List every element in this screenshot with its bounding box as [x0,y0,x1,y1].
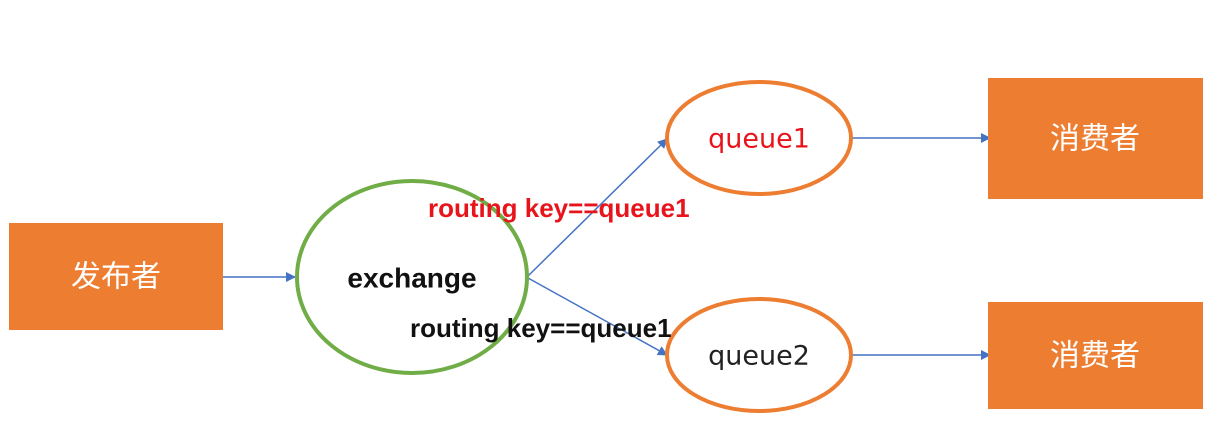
consumer1-box [988,78,1203,199]
routing-key-label-queue1: routing key==queue1 [428,193,690,223]
queue2-node [665,297,853,413]
arrow-exchange-to-queue2 [527,277,668,356]
consumer1-label: 消费者 [1050,122,1140,157]
exchange-node [295,179,529,375]
consumer2-label: 消费者 [1050,339,1140,374]
queue2-label: queue2 [708,341,810,372]
queue1-label: queue1 [708,124,810,155]
routing-key-label-queue2: routing key==queue1 [410,313,672,343]
publisher-label: 发布者 [71,260,161,295]
publisher-box [9,223,223,330]
queue1-node [665,80,853,196]
consumer2-box [988,302,1203,409]
arrow-exchange-to-queue1 [527,138,668,277]
exchange-label: exchange [347,263,476,294]
